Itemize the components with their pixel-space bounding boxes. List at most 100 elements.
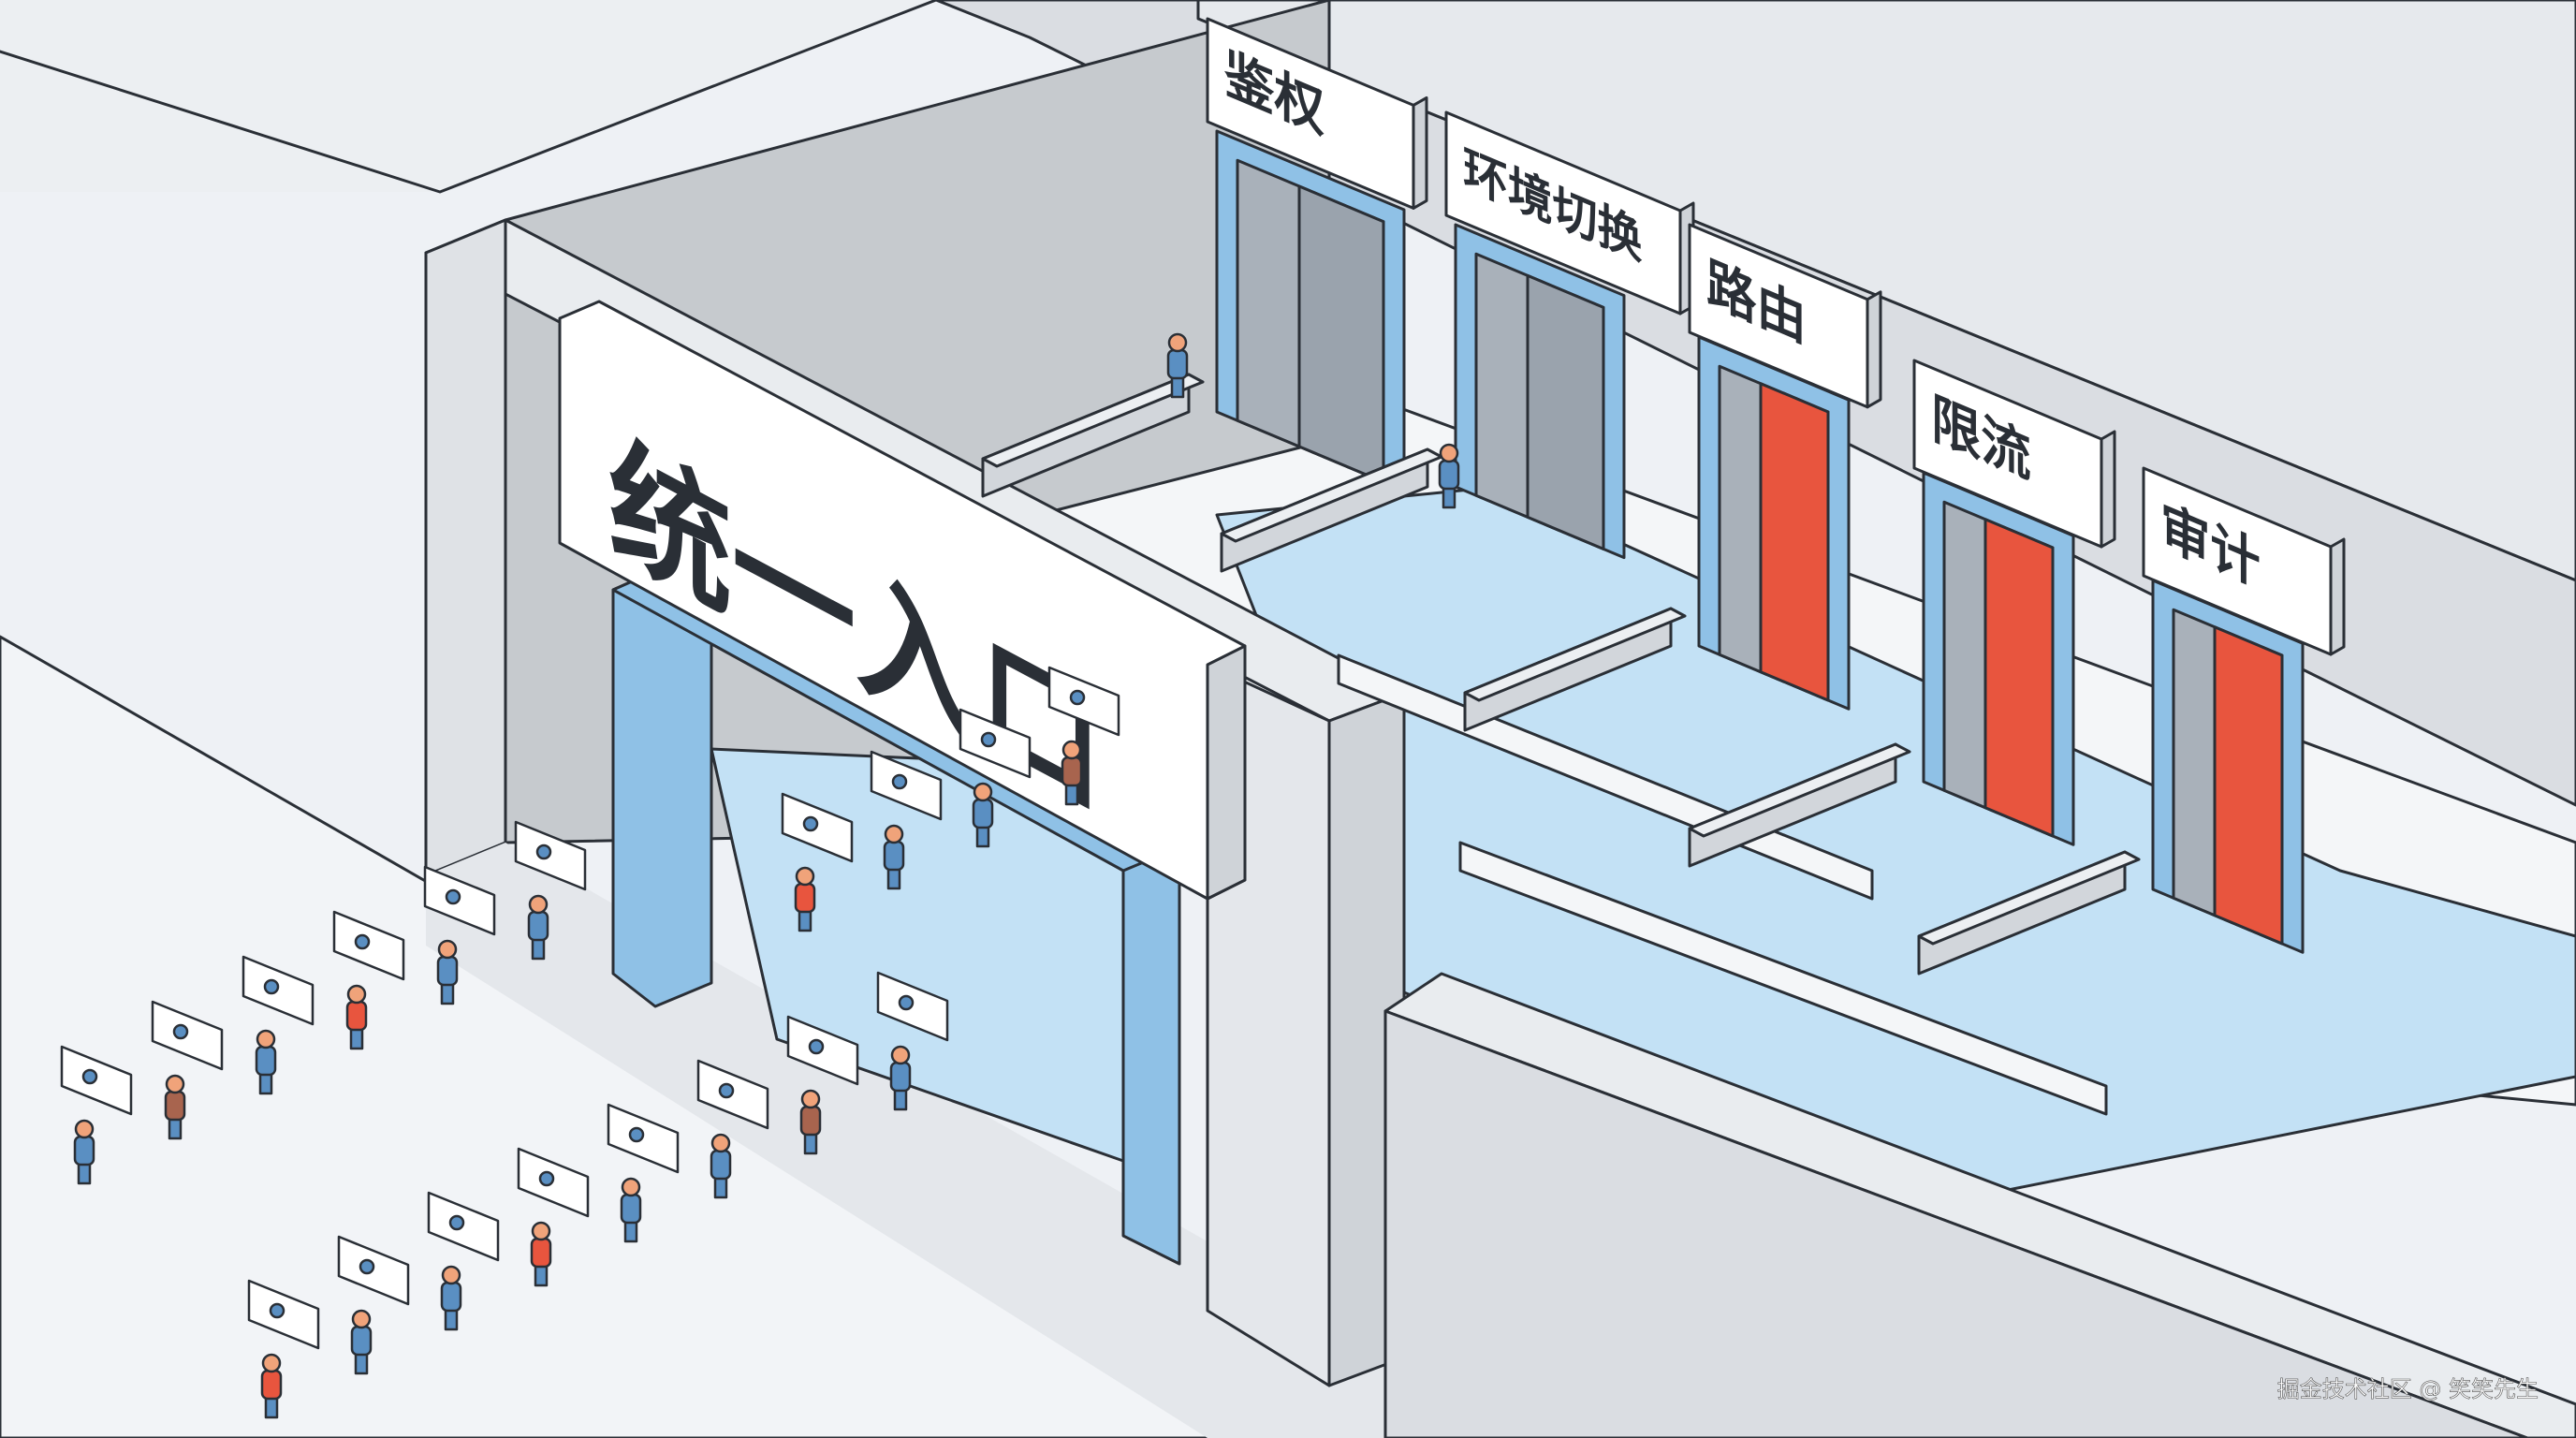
person (151, 1000, 224, 1140)
person-body (350, 1325, 373, 1357)
ticket (781, 792, 854, 863)
person-body (440, 1281, 462, 1313)
gate-1: 鉴权 (981, 17, 1428, 498)
ticket (514, 820, 587, 891)
person-body (1438, 459, 1460, 491)
person (781, 792, 854, 932)
user-icon (628, 1126, 645, 1143)
ticket (607, 1103, 680, 1174)
person-body (260, 1369, 283, 1401)
gate-barrier-top (1688, 742, 1911, 838)
ticket (517, 1147, 590, 1218)
gate-barrier-top (1463, 607, 1687, 702)
user-icon (538, 1170, 555, 1187)
user-icon (445, 888, 461, 905)
person (696, 1059, 769, 1199)
person-head (890, 1045, 911, 1065)
ticket (870, 750, 943, 821)
person-body (889, 1061, 912, 1093)
user-icon (1069, 689, 1086, 706)
person (1166, 332, 1189, 399)
ticket (60, 1045, 133, 1116)
ticket (427, 1191, 500, 1262)
user-icon (263, 978, 280, 995)
ticket (786, 1015, 859, 1086)
people-queue (60, 332, 1460, 1419)
person-body (972, 798, 994, 829)
person-head (351, 1309, 372, 1329)
person-head (795, 866, 815, 887)
person-body (436, 955, 459, 987)
person (337, 1235, 410, 1375)
person-body (345, 1000, 368, 1032)
gate-door (1983, 518, 2055, 838)
person-head (621, 1177, 641, 1197)
person (876, 971, 949, 1111)
ticket (242, 955, 315, 1026)
user-icon (448, 1214, 465, 1231)
person-body (883, 840, 905, 872)
ticket (696, 1059, 769, 1130)
person-head (1439, 443, 1459, 463)
person-head (441, 1265, 461, 1285)
corridor-ceiling (934, 0, 2576, 807)
lane-divider-2 (1458, 841, 2108, 1116)
watermark: 掘金技术社区 @ 笑笑先生 (2277, 1376, 2539, 1402)
person-body (710, 1149, 732, 1181)
person (517, 1147, 590, 1287)
person-body (799, 1105, 822, 1137)
person-head (710, 1133, 731, 1153)
gate-4: 限流 (1688, 359, 2116, 868)
ticket (332, 910, 405, 981)
person-head (74, 1119, 95, 1139)
user-icon (359, 1258, 375, 1275)
user-icon (808, 1038, 825, 1055)
person (423, 865, 496, 1005)
gate-door (2213, 625, 2284, 946)
gate-5: 审计 (1917, 466, 2346, 976)
person-head (884, 824, 904, 844)
person (959, 708, 1032, 848)
user-icon (269, 1302, 285, 1319)
person (60, 1045, 133, 1185)
person-head (256, 1029, 276, 1049)
gate-sign-side (2100, 430, 2116, 549)
person (1047, 666, 1120, 806)
ticket (337, 1235, 410, 1306)
person (1438, 443, 1460, 509)
person-head (346, 984, 367, 1005)
person-body (1061, 756, 1083, 787)
person-head (531, 1221, 551, 1241)
person (514, 820, 587, 961)
gate-3: 路由 (1463, 223, 1882, 732)
ticket (151, 1000, 224, 1071)
person-body (1166, 348, 1189, 380)
person-head (437, 939, 458, 960)
person-head (1061, 740, 1082, 760)
gateway-left-face (424, 218, 507, 877)
ticket (423, 865, 496, 936)
person-body (164, 1090, 186, 1122)
user-icon (172, 1023, 189, 1040)
person (242, 955, 315, 1095)
gate-barrier-top (981, 373, 1205, 468)
person-body (73, 1135, 95, 1167)
user-icon (535, 844, 552, 860)
user-icon (980, 731, 997, 748)
gate-barrier-top (1917, 850, 2141, 946)
person (332, 910, 405, 1050)
person-body (530, 1237, 552, 1269)
person-head (528, 894, 549, 915)
ticket (876, 971, 949, 1042)
gate-door (1297, 184, 1385, 484)
person-head (165, 1074, 185, 1094)
user-icon (898, 994, 915, 1011)
person-body (794, 882, 816, 914)
gate-sign-side (2329, 537, 2346, 656)
arch-right-post (1121, 822, 1181, 1266)
person-head (1167, 332, 1188, 353)
person-body (527, 910, 549, 942)
gate-sign-side (1412, 95, 1428, 210)
ticket (959, 708, 1032, 779)
person-body (255, 1045, 277, 1077)
